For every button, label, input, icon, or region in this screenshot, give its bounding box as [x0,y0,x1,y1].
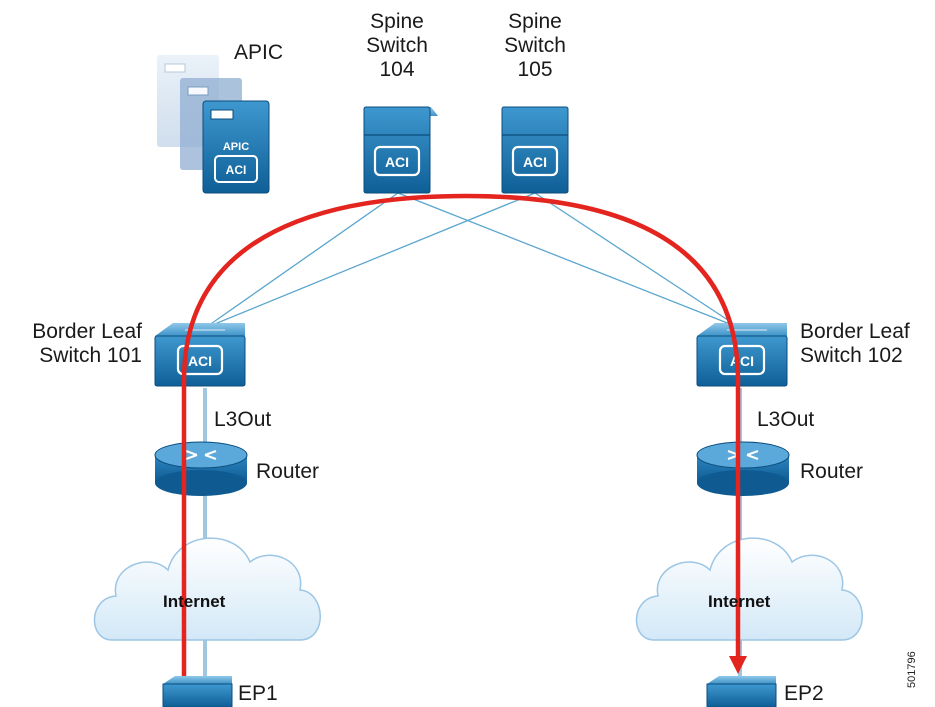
internet-label-left: Internet [163,592,226,611]
spine-104-label-line2: Switch [366,34,428,57]
endpoint-ep2-icon [706,676,777,707]
spine-105-label: Spine Switch 105 [495,10,575,82]
endpoint-ep2-label: EP2 [784,682,824,705]
border-leaf-102-icon: ACI [696,323,788,387]
router-label-right: Router [800,460,864,483]
spine-104-icon: ACI [363,106,438,194]
endpoint-ep1-icon [162,676,233,707]
spine-104-label: Spine Switch 104 [357,10,437,82]
endpoint-ep1-label: EP1 [238,682,278,705]
traffic-arrow-head-icon [729,656,747,674]
spine-104-label-line3: 104 [379,58,415,81]
border-leaf-101-icon: ACI [154,323,246,387]
router-right-icon [696,441,790,496]
spine-105-aci-logo: ACI [523,154,547,170]
apic-chassis-label: APIC [223,141,249,153]
router-left-icon [154,441,248,496]
leaf-102-aci-logo: ACI [730,353,754,369]
spine-105-label-line2: Switch [504,34,566,57]
traffic-path-arrow [181,193,747,676]
spine-104-label-line1: Spine [370,10,424,33]
border-leaf-102-label-line1: Border Leaf [800,320,910,343]
router-label-left: Router [256,460,320,483]
link-spine105-leaf101 [204,192,536,329]
border-leaf-101-label-line1: Border Leaf [32,320,142,343]
internet-label-right: Internet [708,592,771,611]
border-leaf-102-label-line2: Switch 102 [800,344,903,367]
border-leaf-101-label-line2: Switch 101 [39,344,142,367]
link-spine104-leaf102 [397,192,741,329]
spine-105-label-line1: Spine [508,10,562,33]
link-spine105-leaf102 [534,192,741,329]
internet-cloud-right-icon [635,537,863,641]
l3out-label-left: L3Out [214,408,272,431]
spine-104-aci-logo: ACI [385,154,409,170]
link-spine104-leaf101 [204,192,399,329]
border-leaf-102-label: Border Leaf Switch 102 [800,320,910,368]
border-leaf-101-label: Border Leaf Switch 101 [4,320,142,368]
leaf-101-aci-logo: ACI [188,353,212,369]
l3out-label-right: L3Out [757,408,815,431]
fabric-links [204,192,741,329]
spine-105-icon: ACI [501,106,569,194]
internet-cloud-left-icon [93,537,321,641]
figure-id: 501796 [906,651,918,688]
apic-cluster-icon: APIC ACI [157,55,270,194]
apic-aci-logo: ACI [226,163,247,177]
apic-label: APIC [234,41,284,64]
spine-105-label-line3: 105 [517,58,553,81]
